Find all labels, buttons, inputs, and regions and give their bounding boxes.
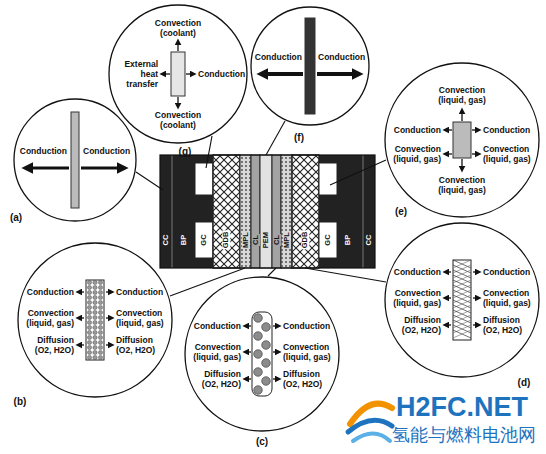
mechanism-label: Conduction: [116, 287, 166, 297]
detail-circle: (g)Convection (coolant)External heat tra…: [108, 4, 248, 144]
mechanism-label: Convection (liquid, gas): [483, 144, 533, 164]
layer-label: BP: [180, 234, 188, 246]
panel-letter: (g): [179, 146, 192, 158]
circle-outline: [13, 98, 137, 222]
detail-circle: (a) Conduction Conduction: [13, 98, 137, 222]
mechanism-sketch: [448, 260, 476, 340]
mechanism-label: Convection (coolant): [148, 110, 208, 130]
cl-layer: [251, 155, 260, 268]
mechanism-sketch: [248, 312, 276, 396]
mechanism-label: Convection (liquid, gas): [116, 308, 166, 328]
mechanism-sketch: [81, 280, 109, 360]
mechanism-label: Diffusion (O2, H2O): [483, 315, 533, 335]
mechanism-label: Conduction: [191, 321, 241, 331]
watermark: 氢能与燃料电池网: [392, 424, 536, 446]
mechanism-sketch: [448, 113, 476, 167]
leader-lines: [136, 121, 386, 296]
end-plate: [319, 155, 375, 268]
mechanism-label: Convection (liquid, gas): [432, 175, 492, 195]
mechanism-label: Convection (liquid, gas): [432, 85, 492, 105]
layer-label: CL: [252, 234, 260, 246]
layer-label: MPL: [242, 231, 250, 249]
layer-label: GC: [200, 233, 208, 246]
layer-label: CC: [365, 234, 373, 247]
layer-label: GC: [324, 233, 332, 246]
mechanism-label: Convection (liquid, gas): [24, 308, 74, 328]
mechanism-label: Conduction: [83, 146, 133, 156]
mechanism-label: Diffusion (O2, H2O): [191, 369, 241, 389]
layer-label: GDB: [301, 231, 309, 250]
mechanism-sketch: [266, 18, 354, 114]
detail-circle: (b)ConductionConductionConvection (liqui…: [17, 242, 173, 398]
mechanism-label: Convection (liquid, gas): [391, 144, 441, 164]
gdb-layer: [292, 155, 319, 268]
mechanism-label: Conduction: [483, 267, 533, 277]
mechanism-label: Conduction: [318, 52, 368, 62]
gas-channel: [319, 222, 337, 258]
detail-circle: (d)ConductionConductionConvection (liqui…: [384, 222, 540, 378]
detail-circle: (e)Convection (liquid, gas)ConductionCon…: [384, 62, 540, 218]
detail-circle: (f)ConductionConduction: [250, 6, 370, 126]
panel-letter: (b): [14, 396, 27, 408]
panel-letter: (f): [294, 132, 304, 144]
layer-label: MPL: [283, 231, 291, 249]
mechanism-label: Convection (liquid, gas): [191, 342, 241, 362]
mechanism-label: Convection (coolant): [148, 18, 208, 38]
layer-label: BP: [344, 234, 352, 246]
pem-layer: [260, 155, 272, 268]
cl-layer: [272, 155, 281, 268]
mechanism-label: Conduction: [17, 146, 67, 156]
mechanism-label: Diffusion (O2, H2O): [391, 315, 441, 335]
panel-letter: (d): [518, 377, 531, 389]
gas-channel: [195, 222, 213, 258]
gas-channel: [195, 163, 213, 195]
gas-channel: [319, 163, 337, 195]
end-plate: [160, 155, 213, 268]
panel-letter: (a): [10, 212, 22, 224]
mechanism-label: Diffusion (O2, H2O): [283, 369, 333, 389]
mechanism-label: Conduction: [283, 321, 333, 331]
circle-outline: [250, 6, 370, 126]
mechanism-label: Conduction: [24, 287, 74, 297]
gdb-layer: [213, 155, 240, 268]
mechanism-sketch: [31, 112, 119, 208]
mechanism-label: External heat transfer: [108, 59, 158, 89]
mpl-layer: [240, 155, 251, 268]
layer-label: GDB: [222, 231, 230, 250]
mechanism-label: Conduction: [391, 125, 441, 135]
mechanism-label: Conduction: [483, 125, 533, 135]
layer-label: PEM: [262, 231, 270, 249]
mechanism-label: Diffusion (O2, H2O): [116, 335, 166, 355]
panel-letter: (c): [256, 436, 268, 448]
mechanism-sketch: [165, 44, 191, 104]
mechanism-label: Conduction: [391, 267, 441, 277]
mechanism-label: Convection (liquid, gas): [483, 288, 533, 308]
mechanism-label: Convection (liquid, gas): [391, 288, 441, 308]
layer-label: CC: [162, 234, 170, 247]
detail-circle: (c)ConductionConductionConvection (liqui…: [184, 276, 340, 432]
panel-letter: (e): [395, 206, 407, 218]
watermark: H2FC.NET: [396, 392, 528, 423]
mechanism-label: Conduction: [252, 52, 302, 62]
mpl-layer: [281, 155, 292, 268]
mechanism-label: Diffusion (O2, H2O): [24, 335, 74, 355]
layer-label: CL: [273, 234, 281, 246]
mechanism-label: Conduction: [198, 69, 248, 79]
mechanism-label: Convection (liquid, gas): [283, 342, 333, 362]
watermark-logo: [348, 404, 392, 441]
